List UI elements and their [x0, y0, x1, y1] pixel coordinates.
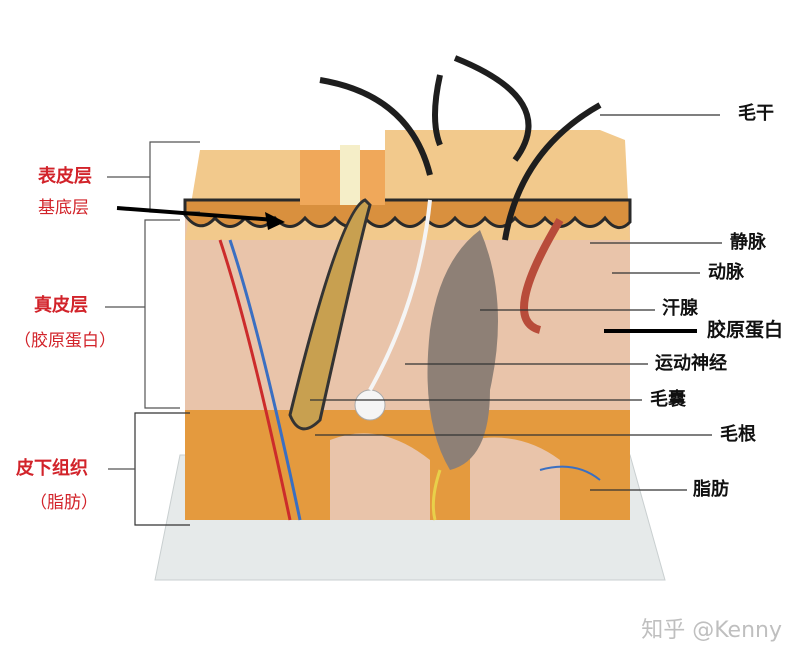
label-epidermis: 表皮层	[38, 166, 92, 187]
label-basal-layer: 基底层	[38, 198, 89, 218]
label-fat: 脂肪	[693, 479, 729, 500]
label-hair-shaft: 毛干	[738, 103, 774, 124]
label-vein: 静脉	[730, 232, 766, 253]
label-dermis: 真皮层	[34, 295, 88, 316]
label-sweat-gland: 汗腺	[662, 298, 698, 319]
label-subcutaneous-note: （脂肪）	[30, 493, 98, 513]
watermark: 知乎 @Kenny	[641, 618, 782, 643]
label-hair-root: 毛根	[720, 424, 756, 445]
label-motor-nerve: 运动神经	[655, 353, 727, 374]
label-dermis-note: （胶原蛋白）	[14, 331, 116, 351]
label-hair-follicle: 毛囊	[650, 389, 686, 410]
label-artery: 动脉	[708, 262, 744, 283]
label-subcutaneous: 皮下组织	[16, 458, 88, 479]
label-collagen: 胶原蛋白	[707, 319, 784, 341]
